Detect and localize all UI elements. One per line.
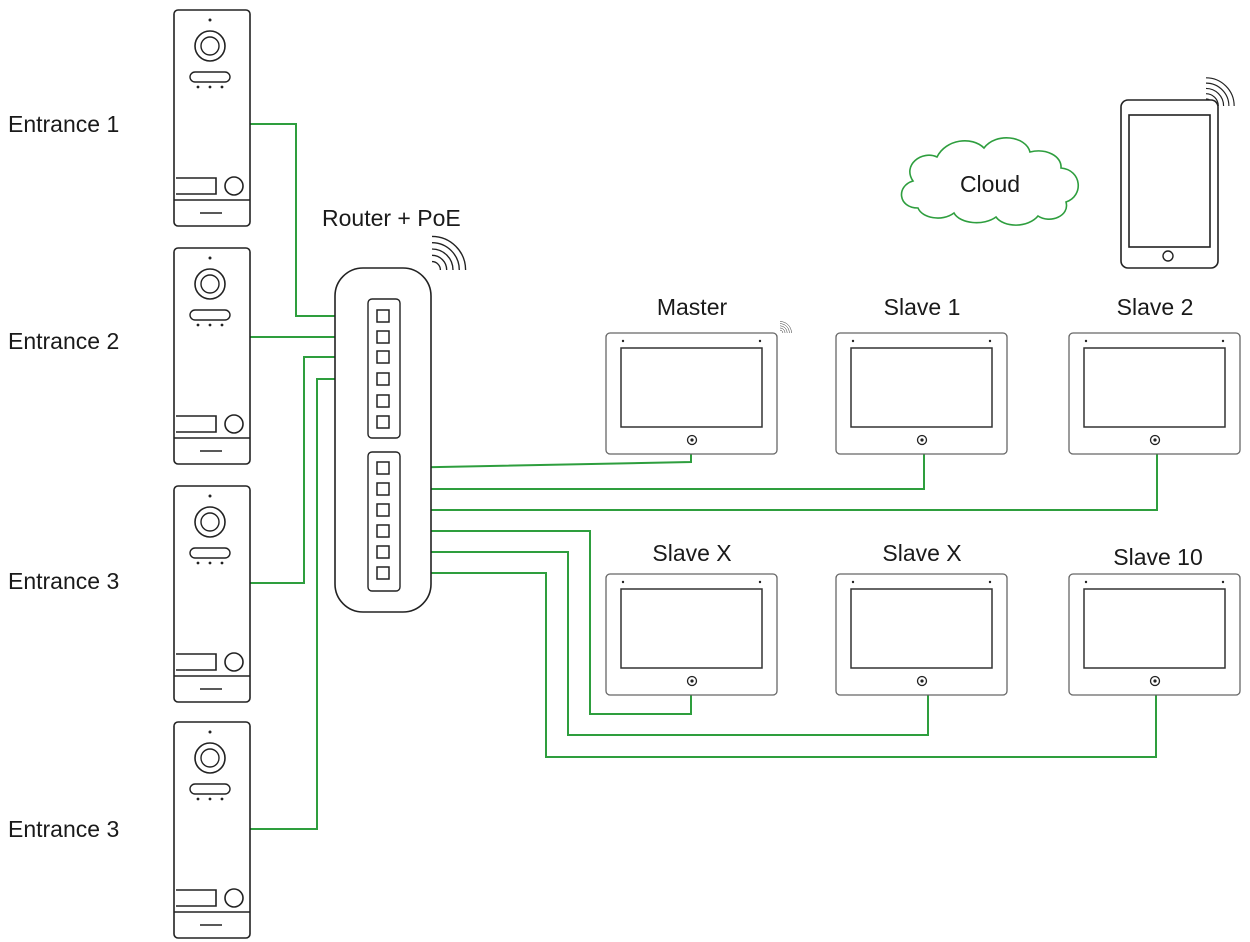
monitor-icon: [835, 573, 1008, 696]
router-label: Router + PoE: [322, 205, 461, 231]
router-port: [376, 503, 390, 517]
monitor-icon: [835, 332, 1008, 455]
monitor-icon: [1068, 332, 1241, 455]
cloud-label: Cloud: [959, 171, 1021, 197]
cable-line: [389, 551, 929, 736]
cable-group: [250, 123, 1158, 830]
router-port: [376, 545, 390, 559]
cable-line: [389, 454, 1158, 511]
router-port: [376, 372, 390, 386]
door-station-2: [173, 247, 251, 465]
monitor-slave-x-2-label: Slave X: [882, 540, 962, 566]
cable-line: [388, 454, 692, 469]
cable-line: [389, 454, 925, 490]
wifi-signal-icon: [431, 235, 467, 271]
entrance-1-label: Entrance 1: [8, 111, 120, 137]
device-group: [173, 9, 1241, 939]
router-icon: [334, 267, 432, 613]
cable-line: [389, 530, 692, 715]
entrance-3-label: Entrance 3: [8, 568, 120, 594]
monitor-icon: [605, 573, 778, 696]
router-port: [376, 330, 390, 344]
monitor-slave-x-label: Slave X: [652, 540, 732, 566]
monitor-master-label: Master: [656, 294, 728, 320]
wifi-signal-icon: [779, 321, 792, 334]
monitor-slave-2-label: Slave 2: [1116, 294, 1194, 320]
router-port: [376, 524, 390, 538]
door-station-4: [173, 721, 251, 939]
door-station-3: [173, 485, 251, 703]
router-port: [376, 350, 390, 364]
monitor-slave-1-label: Slave 1: [883, 294, 961, 320]
entrance-2-label: Entrance 2: [8, 328, 120, 354]
monitor-icon: [605, 332, 778, 455]
door-station-1: [173, 9, 251, 227]
router-port: [376, 309, 390, 323]
router-port: [376, 394, 390, 408]
smartphone-icon: [1120, 99, 1219, 269]
router-port: [376, 482, 390, 496]
router-port: [376, 461, 390, 475]
monitor-slave-10-label: Slave 10: [1113, 544, 1203, 570]
monitor-icon: [1068, 573, 1241, 696]
cable-line: [389, 572, 1157, 758]
router-port: [376, 566, 390, 580]
entrance-4-label: Entrance 3: [8, 816, 120, 842]
router-port: [376, 415, 390, 429]
cloud-icon: [900, 137, 1080, 226]
